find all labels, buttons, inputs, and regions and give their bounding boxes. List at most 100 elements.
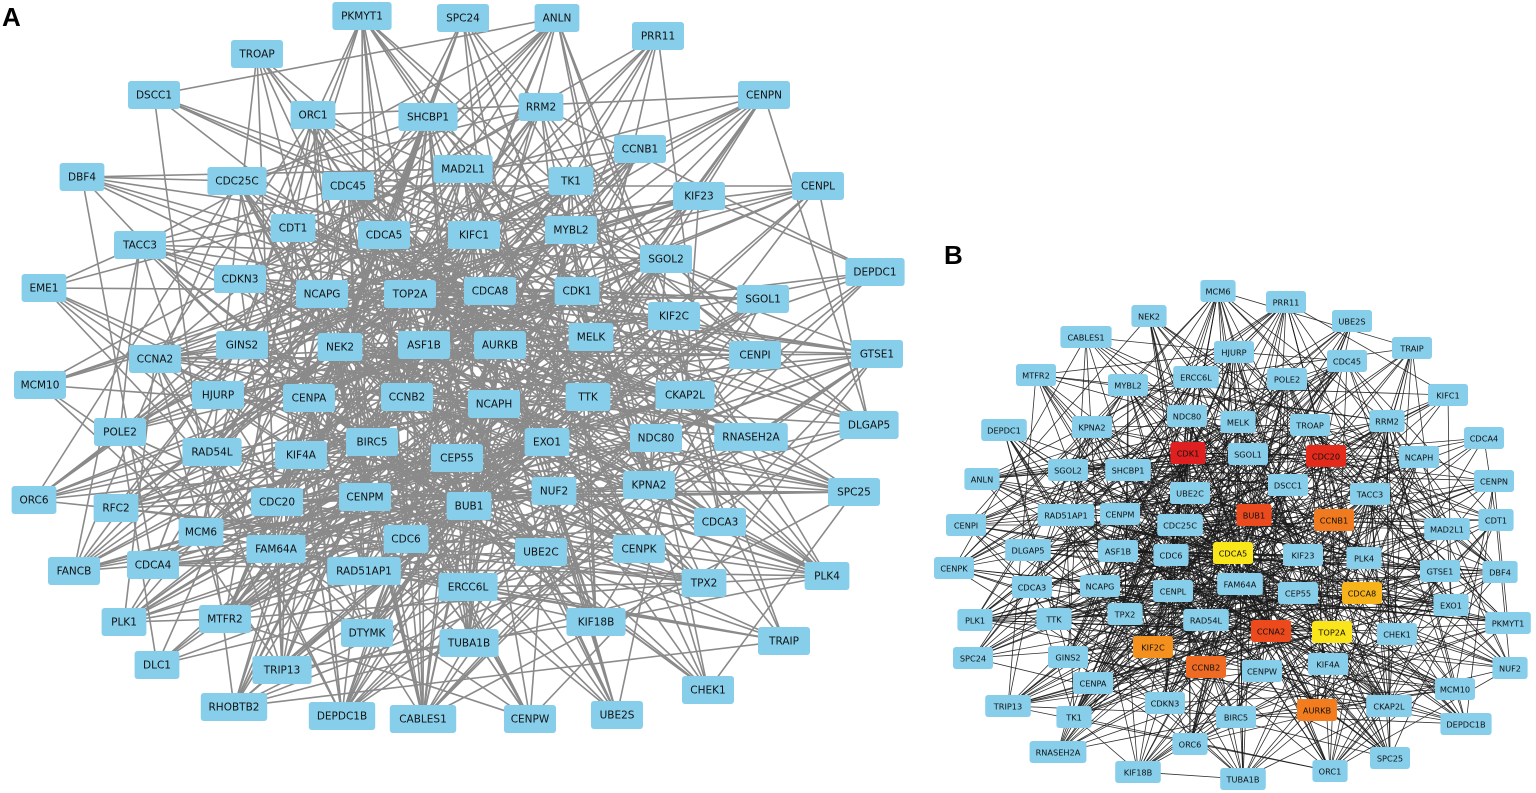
node-troap: TROAP bbox=[231, 40, 283, 68]
node-label: DSCC1 bbox=[136, 90, 172, 102]
network-edge bbox=[1092, 630, 1272, 684]
node-rrm2: RRM2 bbox=[518, 93, 564, 121]
node-label: TACC3 bbox=[1356, 490, 1383, 500]
network-edge bbox=[1027, 524, 1181, 551]
node-box bbox=[623, 471, 675, 499]
network-edge bbox=[364, 496, 640, 550]
node-box bbox=[93, 494, 139, 522]
network-edge bbox=[1067, 656, 1191, 745]
node-label: CKAP2L bbox=[1373, 702, 1405, 712]
network-edge bbox=[39, 293, 323, 386]
node-box bbox=[1216, 706, 1256, 728]
node-box bbox=[524, 428, 570, 456]
network-edge bbox=[1217, 290, 1413, 349]
node-ccnb2: CCNB2 bbox=[1186, 656, 1226, 678]
node-box bbox=[1312, 621, 1352, 643]
node-cenpm: CENPM bbox=[339, 483, 391, 511]
node-spc25: SPC25 bbox=[1370, 747, 1410, 769]
node-box bbox=[327, 557, 401, 585]
node-label: RNASEH2A bbox=[722, 432, 780, 444]
node-spc24: SPC24 bbox=[953, 647, 993, 669]
network-edge bbox=[1186, 415, 1255, 516]
node-box bbox=[317, 333, 363, 361]
node-anln: ANLN bbox=[964, 468, 1000, 490]
node-prr11: PRR11 bbox=[632, 22, 684, 50]
node-cdk1: CDK1 bbox=[554, 277, 600, 305]
network-edge bbox=[540, 271, 876, 553]
node-label: UBE2S bbox=[600, 710, 635, 722]
node-plk4: PLK4 bbox=[1346, 547, 1382, 569]
node-box bbox=[1478, 509, 1514, 531]
network-edge bbox=[1067, 376, 1197, 471]
network-edge bbox=[276, 344, 501, 503]
node-box bbox=[200, 693, 268, 721]
node-cenpa: CENPA bbox=[283, 384, 335, 412]
node-label: CENPL bbox=[801, 181, 835, 193]
panel-b-nodes: MCM6NEK2PRR11UBE2SCABLES1TRAIPHJURPCDC45… bbox=[934, 280, 1531, 790]
node-cdt1: CDT1 bbox=[1478, 509, 1514, 531]
network-edge bbox=[236, 106, 542, 182]
node-cdt1: CDT1 bbox=[270, 214, 316, 242]
node-box bbox=[1346, 547, 1382, 569]
node-box bbox=[1485, 612, 1531, 634]
node-cdca8: CDCA8 bbox=[464, 277, 516, 305]
network-edge bbox=[1186, 415, 1304, 556]
node-box bbox=[446, 492, 492, 520]
node-label: CENPI bbox=[739, 350, 770, 362]
node-label: ORC6 bbox=[1179, 740, 1202, 750]
node-label: KIF18B bbox=[1124, 768, 1153, 778]
network-edge bbox=[684, 298, 764, 396]
network-edge bbox=[972, 524, 1181, 659]
node-box bbox=[1366, 695, 1412, 717]
network-edge bbox=[1091, 301, 1287, 428]
node-box bbox=[178, 518, 224, 546]
node-box bbox=[1482, 561, 1518, 583]
network-edge bbox=[1031, 554, 1304, 588]
node-box bbox=[283, 384, 335, 412]
node-box bbox=[515, 538, 567, 566]
node-label: ASF1B bbox=[1105, 547, 1132, 557]
node-nek2: NEK2 bbox=[317, 333, 363, 361]
node-box bbox=[1428, 384, 1468, 406]
network-edge bbox=[1297, 493, 1371, 594]
network-edge bbox=[1253, 420, 1388, 516]
node-label: TROAP bbox=[238, 49, 274, 61]
node-label: SGOL1 bbox=[1234, 450, 1262, 460]
network-edge bbox=[139, 185, 349, 246]
node-label: CDC25C bbox=[1163, 521, 1197, 531]
node-label: POLE2 bbox=[103, 427, 137, 439]
node-label: TRIP13 bbox=[993, 702, 1022, 712]
network-edge bbox=[1329, 667, 1511, 772]
network-edge bbox=[1067, 421, 1239, 658]
node-melk: MELK bbox=[1220, 411, 1256, 433]
node-label: CENPL bbox=[1160, 587, 1187, 597]
network-edge bbox=[154, 293, 323, 360]
network-edge bbox=[239, 234, 475, 280]
node-box bbox=[214, 265, 266, 293]
node-box bbox=[1048, 459, 1088, 481]
node-nuf2: NUF2 bbox=[1492, 657, 1528, 679]
node-cables1: CABLES1 bbox=[389, 705, 457, 733]
node-box bbox=[1474, 470, 1514, 492]
network-edge bbox=[817, 185, 870, 426]
node-ndc80: NDC80 bbox=[630, 424, 682, 452]
node-label: CENPW bbox=[1247, 667, 1277, 677]
node-label: CDCA3 bbox=[702, 517, 739, 529]
network-edge bbox=[1127, 469, 1495, 482]
node-cdca3: CDCA3 bbox=[1012, 576, 1052, 598]
network-edge bbox=[1119, 376, 1197, 515]
node-label: RAD54L bbox=[1190, 616, 1223, 626]
node-box bbox=[134, 651, 180, 679]
node-dtymk: DTYMK bbox=[341, 619, 393, 647]
network-edge bbox=[570, 35, 659, 182]
network-edge bbox=[1493, 480, 1509, 624]
node-ttk: TTK bbox=[565, 383, 611, 411]
node-label: ASF1B bbox=[407, 340, 441, 352]
network-edge bbox=[119, 244, 141, 433]
node-label: DLC1 bbox=[143, 660, 171, 672]
node-label: DTYMK bbox=[349, 628, 387, 640]
node-shcbp1: SHCBP1 bbox=[1105, 459, 1151, 481]
node-box bbox=[1236, 504, 1272, 526]
node-label: TOP2A bbox=[1317, 628, 1346, 638]
node-box bbox=[1029, 741, 1087, 763]
